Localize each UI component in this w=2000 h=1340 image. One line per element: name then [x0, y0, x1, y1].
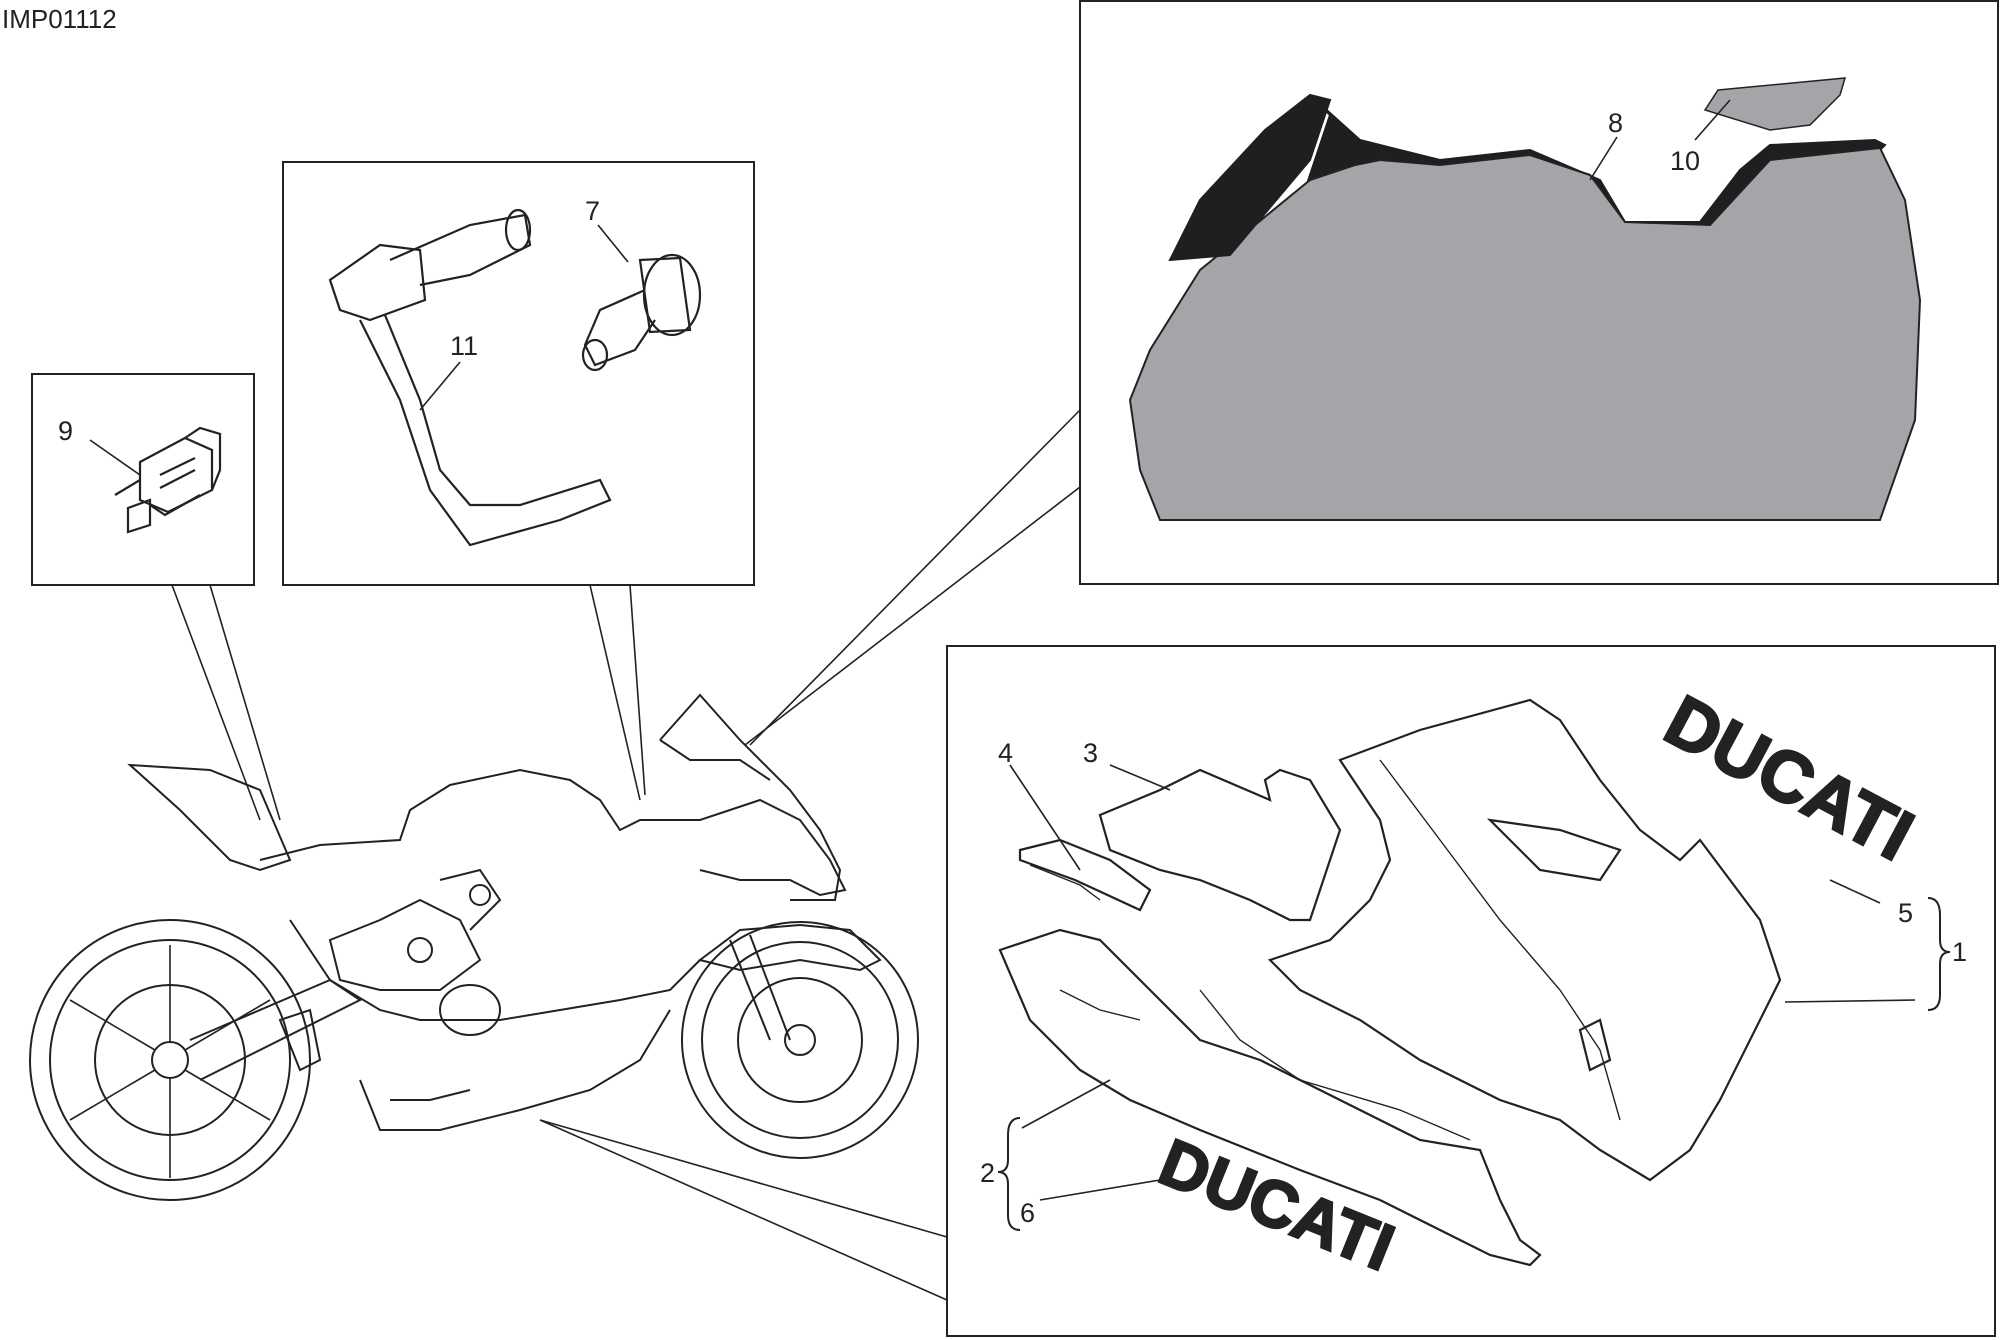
leader-5	[1829, 879, 1881, 904]
bracket-1	[1927, 897, 1951, 1011]
callout-2: 2	[980, 1158, 995, 1188]
callout-1: 1	[1952, 937, 1967, 967]
callout-8: 8	[1608, 108, 1623, 138]
fairing-parts	[998, 698, 1782, 1267]
callout-3: 3	[1083, 738, 1098, 768]
part-4-pad	[1018, 838, 1152, 912]
leader-10	[1694, 99, 1731, 141]
leader-8	[1589, 136, 1618, 181]
callout-11: 11	[450, 331, 478, 361]
drawing-code: IMP01112	[2, 4, 117, 34]
leader-6	[1039, 1179, 1161, 1201]
leader-2	[1021, 1079, 1111, 1129]
panel-cover	[1079, 0, 1999, 585]
bracket-2	[997, 1117, 1021, 1231]
callout-4: 4	[998, 738, 1013, 768]
panel-levers	[282, 161, 755, 586]
part-3-pad	[1098, 768, 1342, 922]
leader-4	[1009, 764, 1081, 871]
panel-connector	[31, 373, 255, 586]
motorcycle-drawing	[29, 693, 919, 1201]
leader-7	[597, 224, 629, 263]
part-1-fairing	[1267, 698, 1782, 1182]
callout-6: 6	[1020, 1198, 1035, 1228]
bar-end-part	[581, 253, 702, 372]
bike-cover-part	[1128, 77, 1922, 521]
callout-9: 9	[58, 416, 73, 446]
callout-10: 10	[1670, 146, 1700, 176]
panel-fairings	[946, 645, 1996, 1337]
decal-6-logo: DUCATI	[1150, 1124, 1404, 1284]
leader-3	[1109, 764, 1171, 791]
part-2-fairing	[998, 928, 1542, 1267]
connector-part	[114, 426, 222, 534]
lever-guard-part	[328, 208, 612, 547]
leader-9	[89, 439, 141, 476]
callout-7: 7	[585, 196, 600, 226]
leader-11	[419, 361, 461, 411]
panel-leader-lines	[171, 409, 1081, 1301]
callout-5: 5	[1898, 898, 1913, 928]
leader-1	[1784, 999, 1916, 1003]
